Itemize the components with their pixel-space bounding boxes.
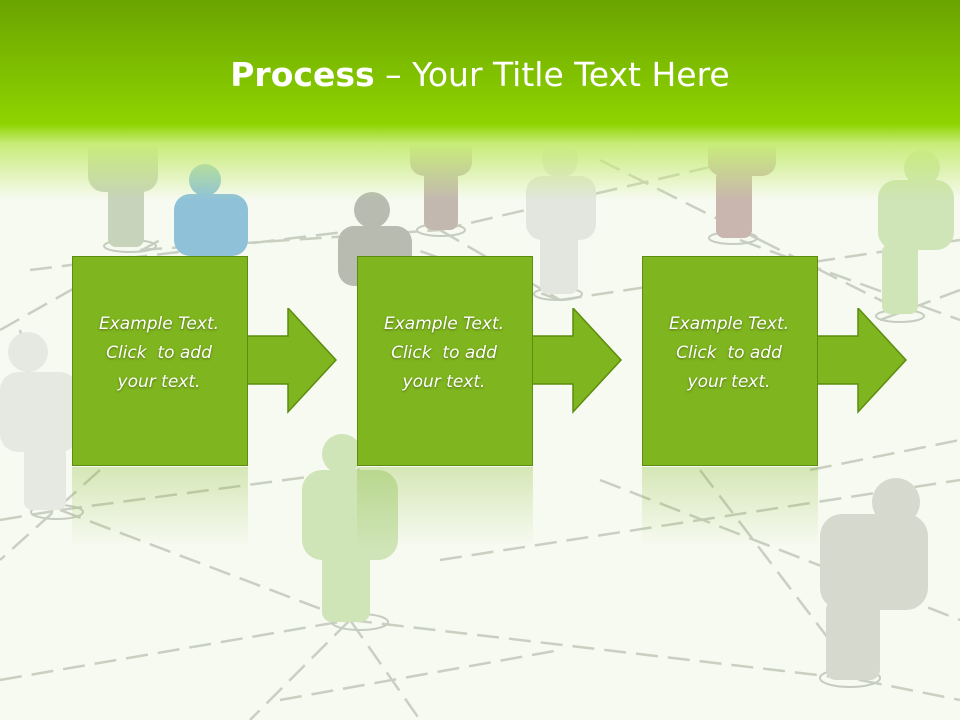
- process-step[interactable]: Example Text. Click to add your text.: [357, 256, 623, 547]
- step-text[interactable]: Example Text. Click to add your text.: [668, 314, 790, 392]
- slide-title[interactable]: Process – Your Title Text Here: [0, 52, 960, 98]
- process-step[interactable]: Example Text. Click to add your text.: [72, 256, 338, 547]
- title-rest: – Your Title Text Here: [374, 55, 730, 94]
- person-figure: [302, 434, 398, 631]
- person-figure: [0, 332, 84, 520]
- title-strong: Process: [230, 55, 375, 94]
- step-text[interactable]: Example Text. Click to add your text.: [383, 314, 505, 392]
- arrow-right-icon: [517, 308, 623, 414]
- title-bar: [0, 0, 960, 200]
- step-reflection: [72, 467, 248, 547]
- process-step[interactable]: Example Text. Click to add your text.: [642, 256, 908, 547]
- step-reflection: [642, 467, 818, 547]
- step-text[interactable]: Example Text. Click to add your text.: [98, 314, 220, 392]
- step-reflection: [357, 467, 533, 547]
- step-box: [72, 256, 248, 466]
- person-figure: [819, 478, 928, 688]
- step-box: [357, 256, 533, 466]
- arrow-right-icon: [232, 308, 338, 414]
- arrow-right-icon: [802, 308, 908, 414]
- step-box: [642, 256, 818, 466]
